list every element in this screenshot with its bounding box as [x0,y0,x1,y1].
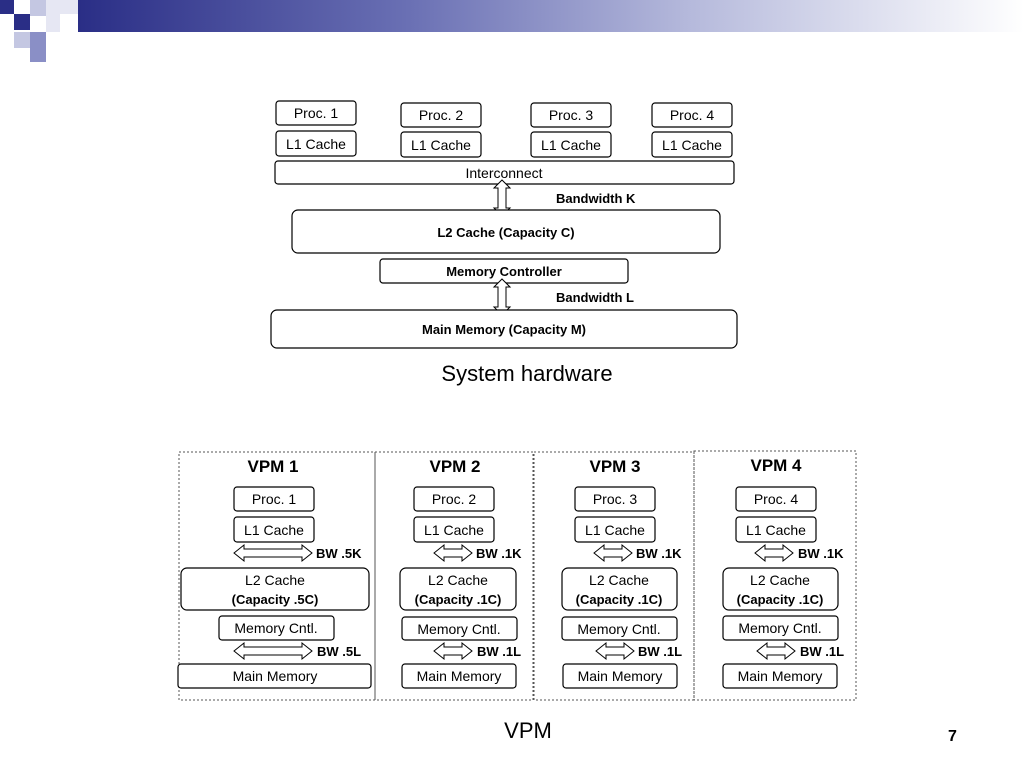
vpm-l2-label: L2 Cache [428,572,488,588]
l1-cache-box: L1 Cache [530,131,612,158]
vpm-memory-cntl-label: Memory Cntl. [417,621,500,637]
l1-cache-label: L1 Cache [662,137,722,153]
vpm-bw-top-label: BW .1K [798,546,844,561]
l2-cache-box: L2 Cache (Capacity C) [291,209,721,254]
proc-box: Proc. 4 [651,102,733,128]
vpm-l1-label: L1 Cache [746,522,806,538]
l2-cache-label: L2 Cache (Capacity C) [437,225,574,240]
proc-label: Proc. 1 [294,105,339,121]
vpm-l2-label: L2 Cache [589,572,649,588]
vpm-main-memory-label: Main Memory [417,668,502,684]
vpm-bw-bottom-label: BW .1L [800,644,844,659]
vpm-panel: VPM 2 Proc. 2 L1 Cache BW .1K L2 Cache (… [374,451,534,701]
bandwidth-arrow-icon [233,543,313,563]
vpm-title: VPM 4 [750,456,802,475]
bandwidth-arrow-icon [233,641,313,661]
l1-cache-label: L1 Cache [286,136,346,152]
vpm-bw-top-label: BW .5K [316,546,362,561]
deco-square [60,14,78,32]
proc-label: Proc. 2 [419,107,464,123]
vpm-panel: VPM 4 Proc. 4 L1 Cache BW .1K L2 Cache (… [693,450,857,701]
system-hardware-diagram: Proc. 1 Proc. 2 Proc. 3 Proc. 4 L1 Cache… [270,100,738,349]
bandwidth-arrow-icon [595,641,635,661]
header-decoration [0,0,1024,62]
vpm-caption: VPM [504,718,552,743]
main-memory-box: Main Memory (Capacity M) [270,309,738,349]
deco-square [30,48,46,62]
vpm-l2-capacity: (Capacity .1C) [737,592,824,607]
vpm-l2-capacity: (Capacity .1C) [576,592,663,607]
vpm-title: VPM 1 [247,457,298,476]
page-number: 7 [948,728,957,745]
vpm-panel: VPM 1 Proc. 1 L1 Cache BW .5K L2 Cache (… [177,451,376,701]
vpm-l1-label: L1 Cache [424,522,484,538]
bandwidth-k-label: Bandwidth K [556,191,636,206]
bandwidth-arrow-icon [754,543,794,563]
system-hardware-caption: System hardware [441,361,613,386]
vpm-memory-cntl-label: Memory Cntl. [234,620,317,636]
vpm-memory-cntl-label: Memory Cntl. [577,621,660,637]
vpm-main-memory-label: Main Memory [233,668,318,684]
vpm-l1-label: L1 Cache [585,522,645,538]
deco-square [0,0,14,14]
vpm-bw-top-label: BW .1K [476,546,522,561]
l1-cache-label: L1 Cache [411,137,471,153]
deco-square [14,32,30,48]
vpm-bw-top-label: BW .1K [636,546,682,561]
vpm-proc-label: Proc. 3 [593,491,638,507]
bandwidth-arrow-icon [433,641,473,661]
vpm-title: VPM 2 [429,457,480,476]
main-memory-label: Main Memory (Capacity M) [422,322,586,337]
bandwidth-arrow-icon [756,641,796,661]
l1-cache-box: L1 Cache [275,130,357,157]
interconnect-label: Interconnect [465,165,542,181]
vpm-memory-cntl-label: Memory Cntl. [738,620,821,636]
vpm-l2-label: L2 Cache [750,572,810,588]
proc-box: Proc. 2 [400,102,482,128]
proc-label: Proc. 4 [670,107,715,123]
vpm-proc-label: Proc. 4 [754,491,799,507]
proc-box: Proc. 1 [275,100,357,126]
vpm-title: VPM 3 [589,457,640,476]
proc-box: Proc. 3 [530,102,612,128]
vpm-panel: VPM 3 Proc. 3 L1 Cache BW .1K L2 Cache (… [533,451,695,701]
vpm-proc-label: Proc. 2 [432,491,477,507]
l1-cache-label: L1 Cache [541,137,601,153]
vpm-main-memory-label: Main Memory [578,668,663,684]
vpm-bw-bottom-label: BW .1L [477,644,521,659]
vpm-bw-bottom-label: BW .1L [638,644,682,659]
memory-controller-box: Memory Controller [379,258,629,284]
vpm-l2-capacity: (Capacity .5C) [232,592,319,607]
vpm-l2-capacity: (Capacity .1C) [415,592,502,607]
vpm-bw-bottom-label: BW .5L [317,644,361,659]
vpm-l1-label: L1 Cache [244,522,304,538]
bandwidth-l-label: Bandwidth L [556,290,634,305]
l1-cache-box: L1 Cache [400,131,482,158]
vpm-proc-label: Proc. 1 [252,491,297,507]
proc-label: Proc. 3 [549,107,594,123]
l1-cache-box: L1 Cache [651,131,733,158]
deco-square [30,0,46,16]
memory-controller-label: Memory Controller [446,264,562,279]
deco-square [14,14,30,30]
bandwidth-arrow-icon [433,543,473,563]
interconnect-box: Interconnect [274,160,735,185]
vpm-l2-label: L2 Cache [245,572,305,588]
vpm-main-memory-label: Main Memory [738,668,823,684]
header-gradient-bar [78,0,1024,32]
deco-square [30,32,46,48]
bandwidth-arrow-icon [593,543,633,563]
